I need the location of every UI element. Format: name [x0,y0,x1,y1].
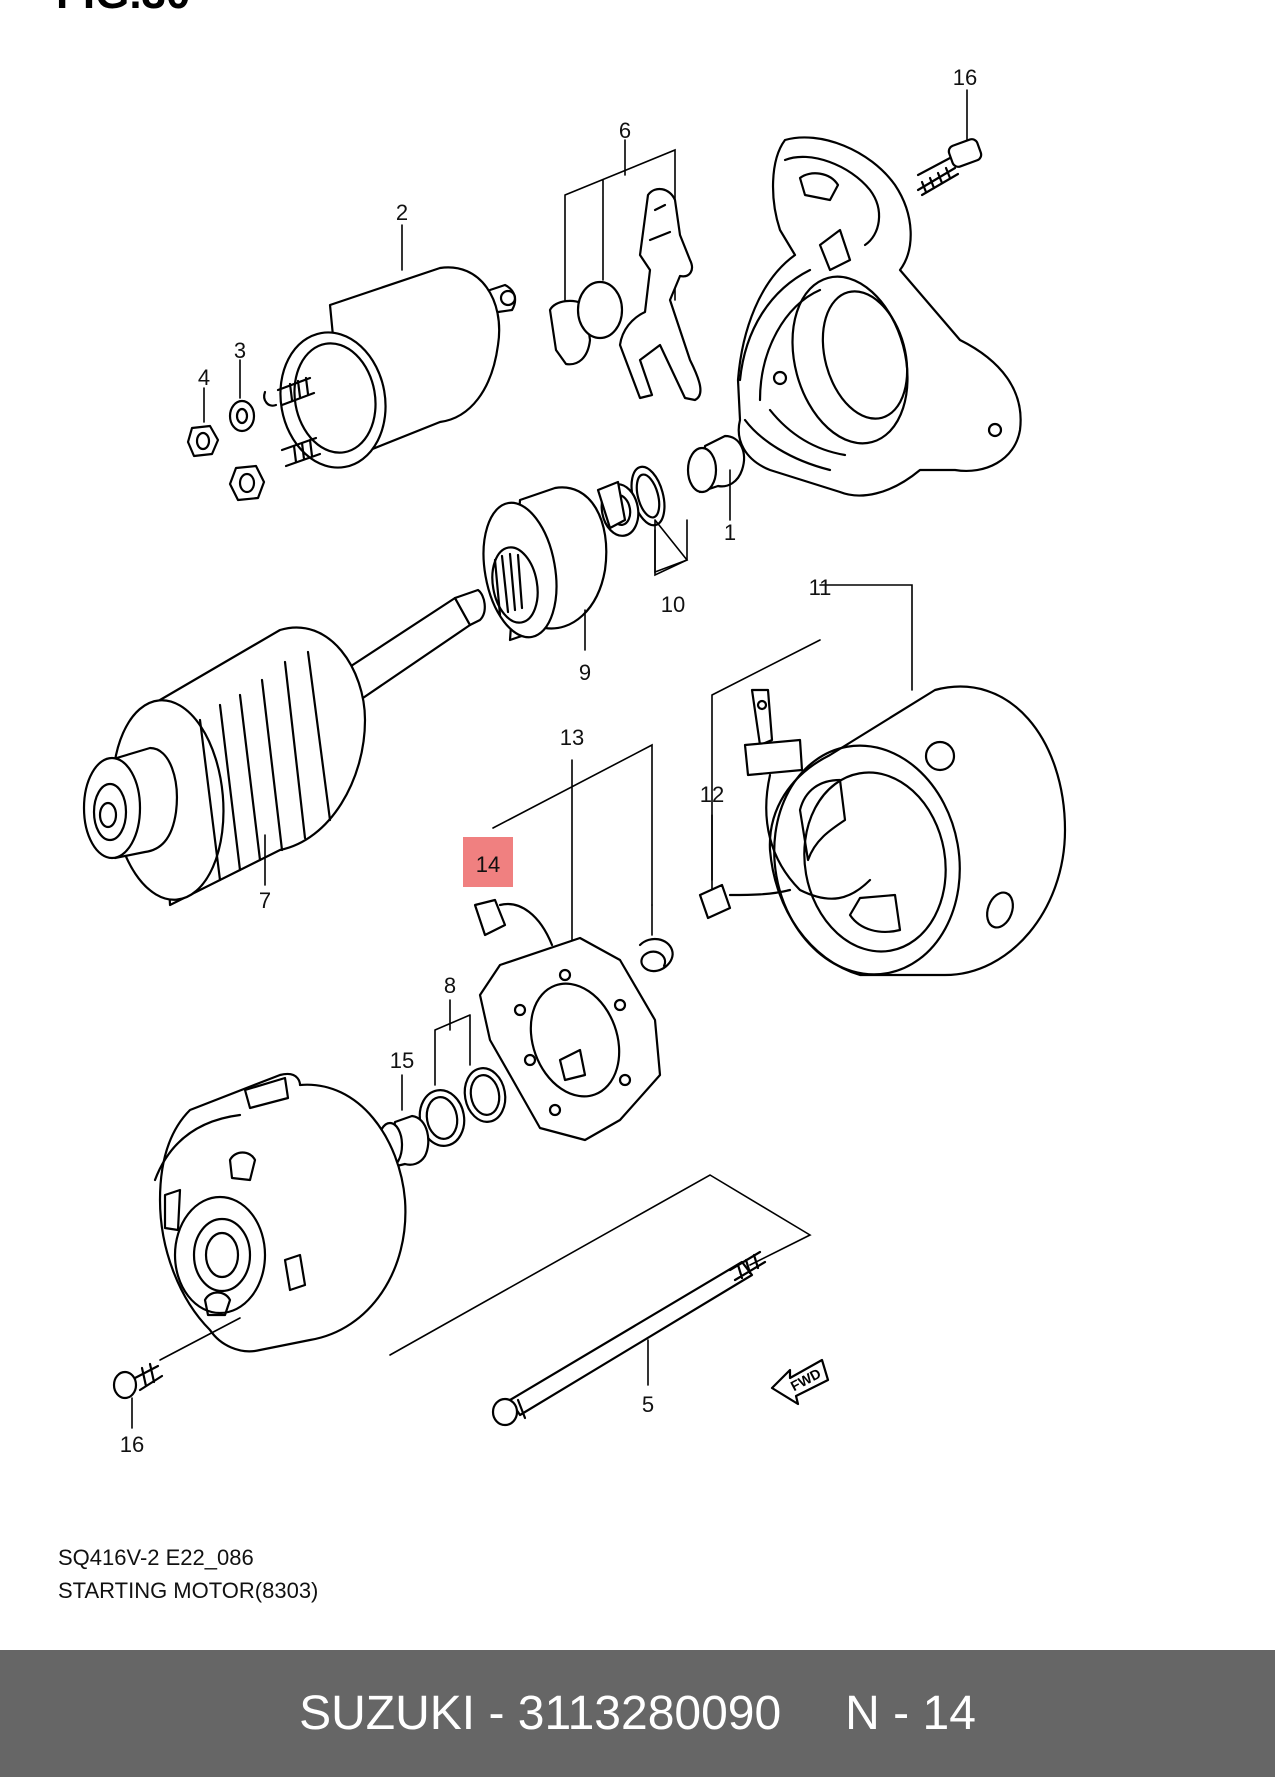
diagram-model-code: SQ416V-2 E22_086 [58,1545,254,1570]
callout-14: 14 [476,852,500,877]
callout-16-top: 16 [953,65,977,90]
figure-heading: FIG.30 [56,0,191,18]
callout-11: 11 [809,575,832,600]
part-9-clutch [482,480,627,651]
fwd-direction-arrow: FWD [770,1358,830,1406]
callout-5: 5 [642,1392,654,1417]
diagram-title: STARTING MOTOR(8303) [58,1578,319,1603]
part-13-brush-holder [473,743,662,1142]
part-5-through-bolt [491,1250,767,1427]
callout-12: 12 [700,782,724,807]
callout-8: 8 [444,973,456,998]
callout-13: 13 [560,725,584,750]
callout-15: 15 [390,1048,414,1073]
part-2-solenoid [263,224,517,469]
part-1-bushing [686,434,746,521]
part-16-bolt-top [916,89,983,197]
part-16-bolt-bottom [112,1317,241,1429]
part-14-brush [463,837,513,887]
part-8-washer-set [418,999,507,1147]
part-12-lead [698,814,792,920]
part-11-yoke [711,584,1067,977]
callout-6: 6 [619,118,631,143]
rear-housing [153,1072,812,1356]
part-6-lever-set [548,139,702,402]
exploded-parts-diagram: FIG.30 [56,0,1067,1457]
callout-4: 4 [198,365,210,390]
part-4-nut [186,387,266,502]
callout-7: 7 [259,888,271,913]
callout-16-bottom: 16 [120,1432,144,1457]
callout-1: 1 [724,520,736,545]
callout-9: 9 [579,660,591,685]
footer-reference: N - 14 [845,1687,976,1740]
callout-2: 2 [396,200,408,225]
callout-10: 10 [661,592,685,617]
brush-spring [638,904,674,973]
footer-brand-part-number: SUZUKI - 3113280090 [299,1687,782,1740]
part-number-footer: SUZUKI - 3113280090 N - 14 [0,1650,1275,1777]
front-housing [736,136,1022,497]
part-3-washer [228,359,256,433]
callout-3: 3 [234,338,246,363]
part-14-highlight [463,837,513,887]
part-7-armature [82,588,486,907]
